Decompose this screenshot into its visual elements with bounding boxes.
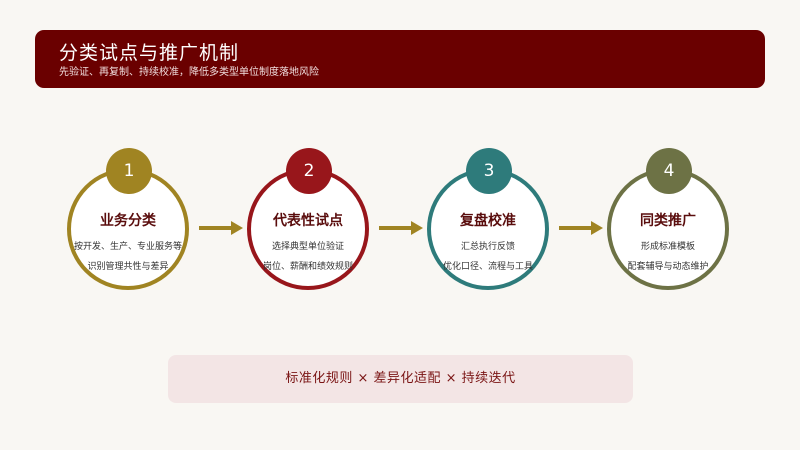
arrow-right-icon [199,221,243,235]
header-banner: 分类试点与推广机制 先验证、再复制、持续校准，降低多类型单位制度落地风险 [35,30,765,88]
step-title: 复盘校准 [460,213,516,229]
step-1: 1 业务分类 按开发、生产、专业服务等 识别管理共性与差异 [67,142,197,290]
arrow-right-icon [379,221,423,235]
step-description-line2: 岗位、薪酬和绩效规则 [262,262,353,272]
step-number-badge: 3 [466,148,512,194]
step-title: 业务分类 [100,213,156,229]
arrow-right-icon [559,221,603,235]
page-subtitle: 先验证、再复制、持续校准，降低多类型单位制度落地风险 [59,67,319,78]
step-title: 同类推广 [640,213,696,229]
step-description-line1: 形成标准模板 [640,242,695,252]
step-description-line1: 按开发、生产、专业服务等 [73,242,182,252]
step-number-badge: 4 [646,148,692,194]
step-description-line2: 配套辅导与动态维护 [627,262,709,272]
step-title: 代表性试点 [273,213,343,229]
step-description-line2: 优化口径、流程与工具 [442,262,533,272]
step-2: 2 代表性试点 选择典型单位验证 岗位、薪酬和绩效规则 [247,142,377,290]
summary-banner: 标准化规则 × 差异化适配 × 持续迭代 [168,355,633,403]
step-description-line1: 汇总执行反馈 [460,242,515,252]
step-number-badge: 1 [106,148,152,194]
step-4: 4 同类推广 形成标准模板 配套辅导与动态维护 [607,142,737,290]
step-description-line2: 识别管理共性与差异 [87,262,169,272]
page-title: 分类试点与推广机制 [59,42,240,64]
step-number-badge: 2 [286,148,332,194]
step-description-line1: 选择典型单位验证 [271,242,344,252]
step-3: 3 复盘校准 汇总执行反馈 优化口径、流程与工具 [427,142,557,290]
